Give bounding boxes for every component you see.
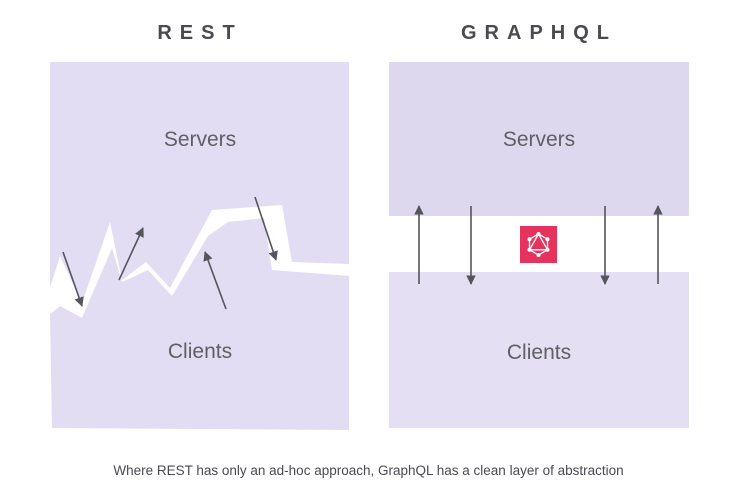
rest-servers-region [50,62,349,303]
graphql-servers-label: Servers [503,128,575,151]
rest-clients-region [50,218,349,430]
graphql-logo-icon [520,226,557,263]
rest-servers-label: Servers [164,128,236,151]
rest-arrow-down-2 [254,196,278,261]
graphql-heading: GRAPHQL [461,22,617,44]
rest-arrow-down-1 [62,251,84,307]
rest-clients-label: Clients [168,340,232,363]
rest-arrow-up-1 [118,227,144,281]
rest-arrow-up-2 [203,251,227,310]
rest-heading: REST [157,22,243,44]
figure-caption: Where REST has only an ad-hoc approach, … [113,463,624,478]
graphql-clients-region [389,272,689,428]
graphql-clients-label: Clients [507,341,571,364]
graphql-servers-region [389,62,689,216]
